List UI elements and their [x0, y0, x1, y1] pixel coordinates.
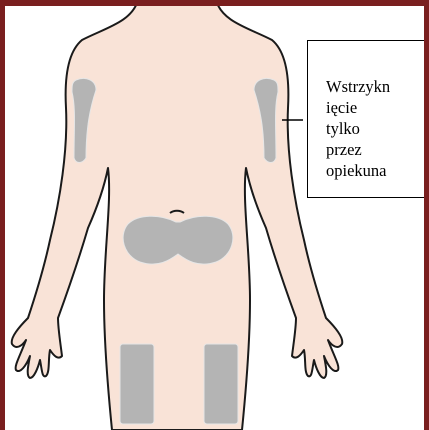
- injection-site-left-thigh: [120, 344, 154, 424]
- body-silhouette: [12, 0, 343, 430]
- injection-site-right-thigh: [204, 344, 238, 424]
- caregiver-only-text: Wstrzykn ięcie tylko przez opiekuna: [326, 77, 390, 180]
- caregiver-only-callout: Wstrzykn ięcie tylko przez opiekuna: [307, 40, 425, 198]
